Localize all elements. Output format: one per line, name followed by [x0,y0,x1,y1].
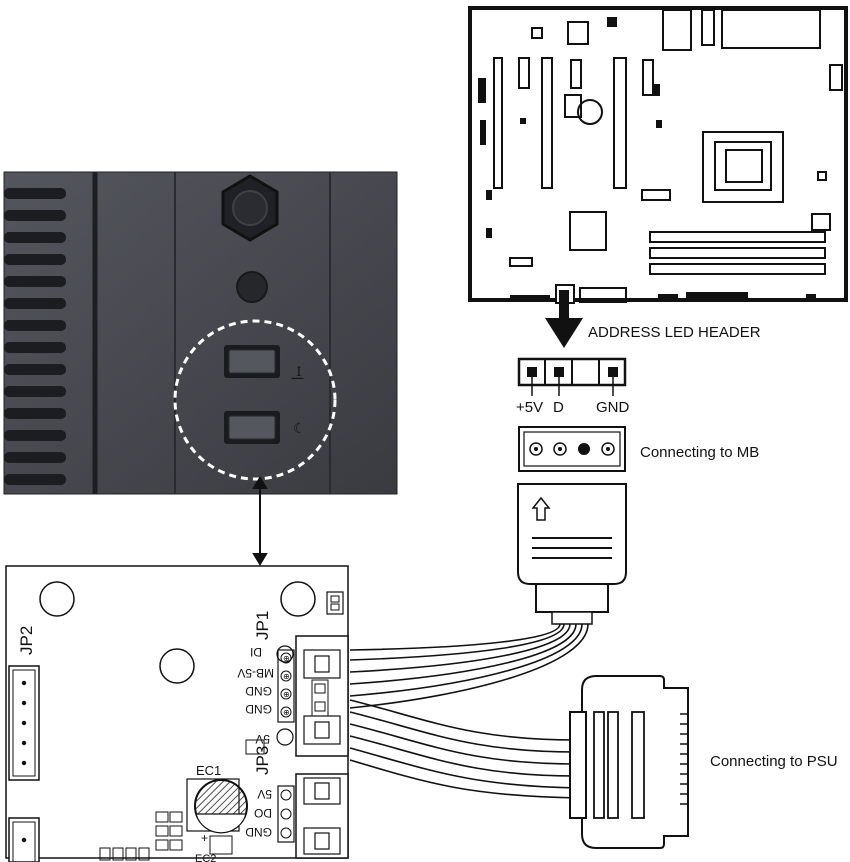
connecting-psu-label: Connecting to PSU [710,753,838,770]
header-arrow [545,290,583,348]
button-glyph-bottom: ☾ [293,420,306,436]
cables [349,623,589,799]
svg-text:⊕: ⊕ [283,654,290,663]
led-controller-board: JP2 JP1 DI MB-5V GND GND ⊕ ⊕ ⊕ ⊕ [5,565,349,862]
svg-text:⊕: ⊕ [283,672,290,681]
jp2-label: JP2 [17,626,36,655]
jp1-label: JP1 [253,611,272,640]
double-arrow [252,476,268,566]
pin-label-di: DI [250,645,262,659]
pin-label-gnd: GND [596,399,630,416]
connecting-mb-label: Connecting to MB [640,444,759,461]
pin-label-gnd3: GND [245,825,272,839]
address-led-header-label: ADDRESS LED HEADER [588,324,761,341]
pin-label-5v-a: 5V [255,732,270,746]
case-photo: ꟷ| ☾ [3,171,398,495]
arrow-up-icon [531,496,551,521]
pin-label-5v-b: 5V [257,787,272,801]
ec1-label: EC1 [196,763,221,778]
mb-plug-connector [517,483,627,625]
vent-slots [4,188,66,485]
svg-text:+: + [201,831,208,845]
pin-label-gnd1: GND [245,684,272,698]
pin-label-do: DO [254,806,272,820]
mb-plug-face [518,426,626,472]
ec2-label: EC2 [195,853,216,862]
pin-label-gnd2: GND [245,702,272,716]
jp3-label: JP3 [253,746,272,775]
svg-text:⊕: ⊕ [283,708,290,717]
address-led-header-pins [517,357,627,396]
psu-connector [569,675,689,849]
motherboard [468,6,848,304]
pin-label-mb5v: MB-5V [237,666,274,680]
reset-button[interactable] [236,271,268,303]
highlight-circle [173,319,337,481]
pin-label-d: D [553,399,564,416]
jp3-connector [295,773,349,859]
pin-label-5v: +5V [516,399,543,416]
svg-text:⊕: ⊕ [283,690,290,699]
button-glyph-top: ꟷ| [291,366,306,380]
